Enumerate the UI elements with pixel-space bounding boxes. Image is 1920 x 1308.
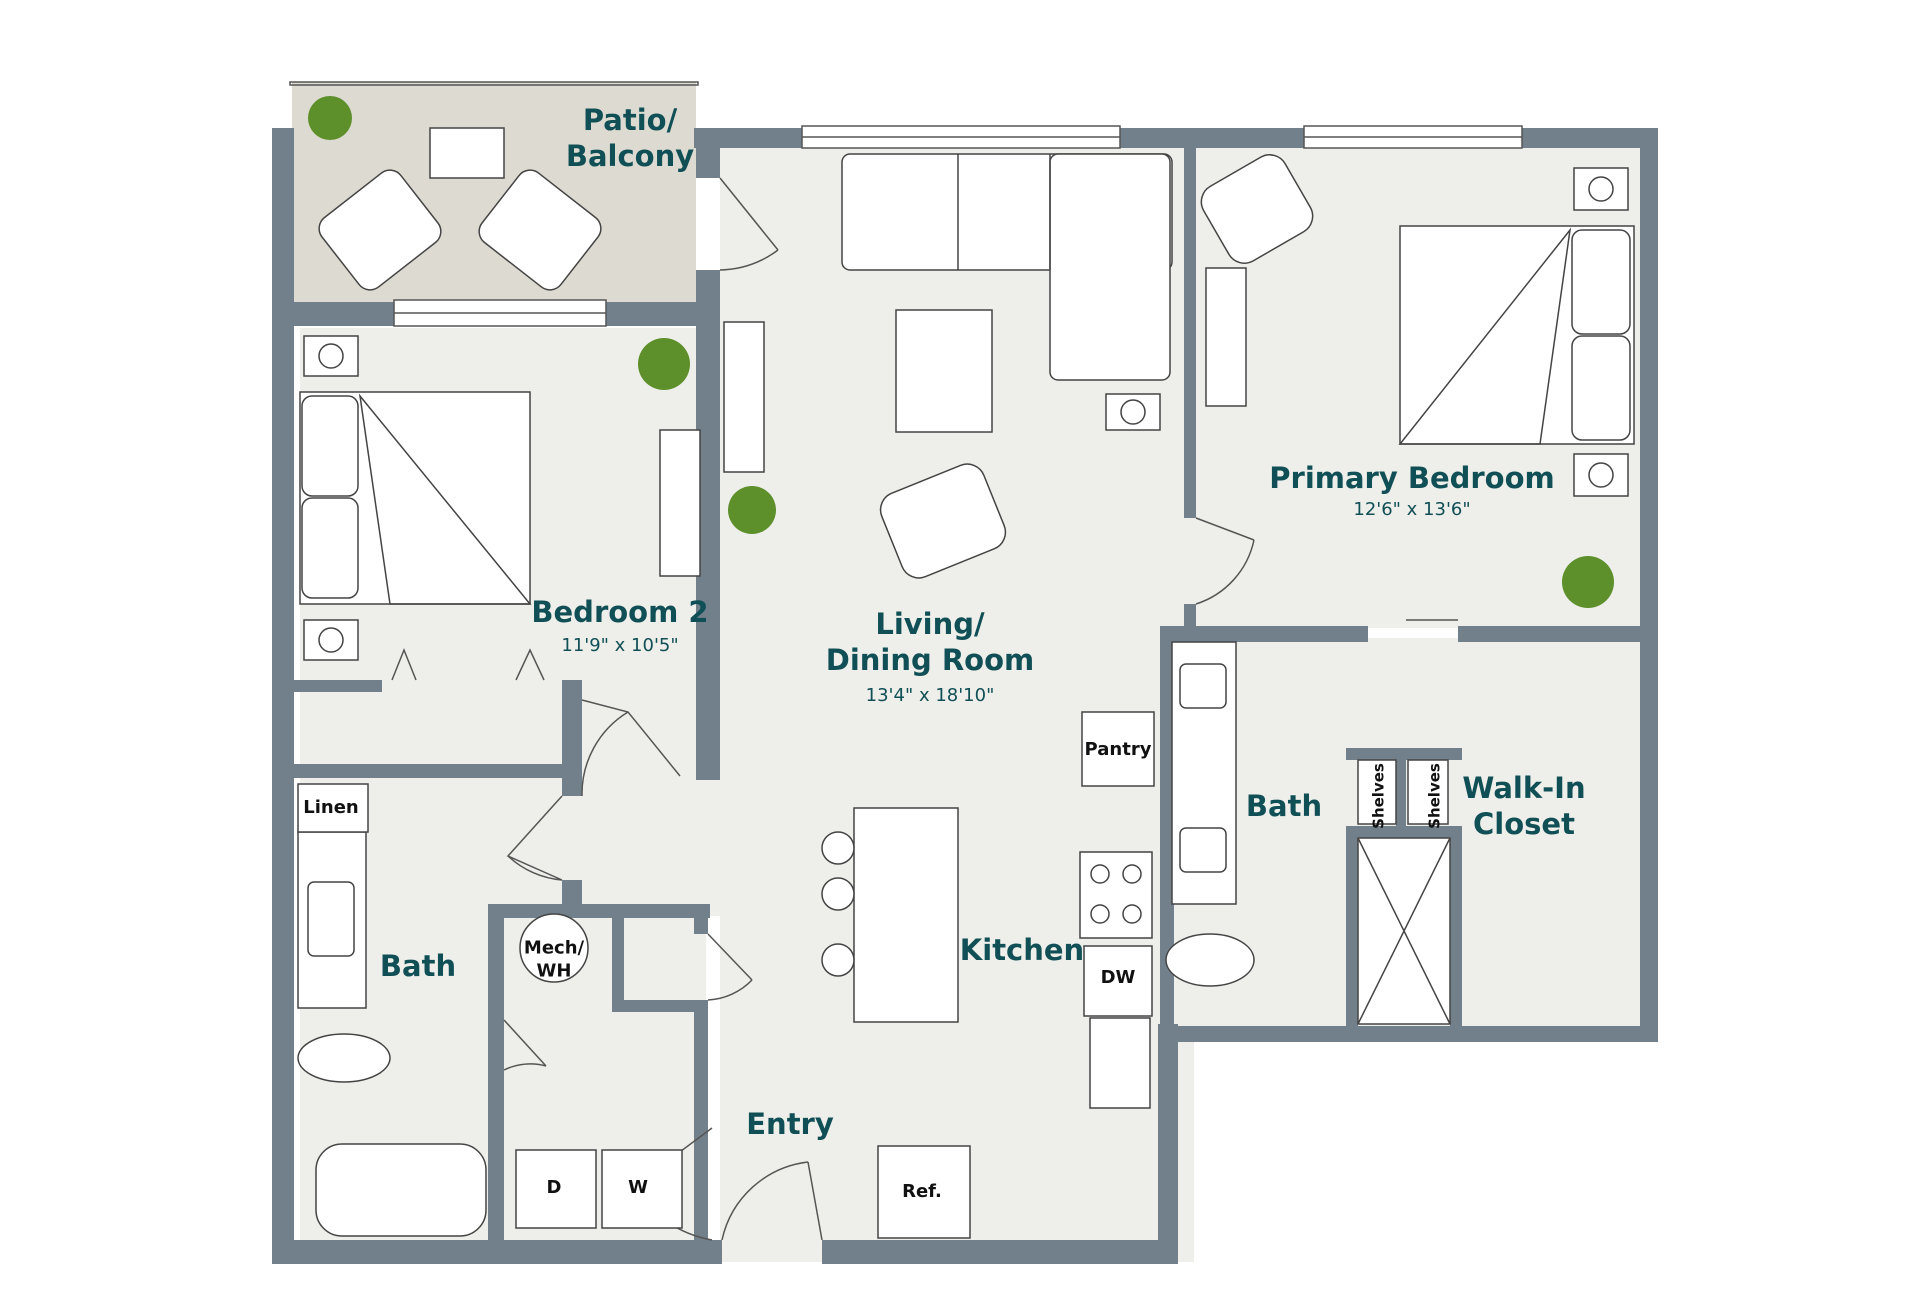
wall <box>272 1240 722 1264</box>
wall <box>1120 128 1204 148</box>
bedroom2-label: Bedroom 2 <box>531 594 709 629</box>
wall <box>1450 826 1462 1026</box>
kitchen-sink <box>1089 1017 1151 1109</box>
wall <box>562 880 582 910</box>
wall <box>562 680 582 796</box>
living-label: Living/ Dining Room <box>825 606 1035 677</box>
armchair <box>318 169 442 291</box>
wall <box>1640 128 1658 1042</box>
wall <box>292 680 382 692</box>
primary-dims: 12'6" x 13'6" <box>1353 498 1471 520</box>
tv-console <box>723 321 765 473</box>
refrigerator <box>877 1145 971 1239</box>
furniture <box>297 127 1635 1239</box>
closet-bifold <box>391 647 545 681</box>
wall <box>1458 626 1646 642</box>
range <box>1079 851 1153 939</box>
shelves-label: Shelves <box>1369 763 1388 829</box>
shelves-label: Shelves <box>1425 763 1444 829</box>
coffee-table <box>895 309 993 433</box>
dishwasher <box>1083 945 1153 1017</box>
closet-label: Walk-In Closet <box>1462 770 1586 841</box>
door <box>581 699 681 797</box>
linen-closet <box>297 783 369 833</box>
dryer-label: D <box>546 1176 562 1198</box>
ref-label: Ref. <box>902 1180 942 1202</box>
wall <box>612 918 624 1002</box>
door <box>719 177 779 271</box>
door <box>707 933 753 1001</box>
wall <box>694 904 708 934</box>
windows <box>289 81 1523 327</box>
pantry-label: Pantry <box>1084 738 1152 760</box>
wall <box>1158 1026 1658 1042</box>
wall <box>694 128 804 148</box>
window <box>289 81 699 86</box>
dryer <box>515 1149 597 1229</box>
door <box>1195 517 1255 605</box>
wall <box>1158 1024 1178 1264</box>
wall <box>1184 604 1196 626</box>
wall <box>1160 626 1174 1030</box>
shelf-box <box>1357 759 1397 825</box>
bath-left-label: Bath <box>379 948 457 983</box>
wall <box>1346 826 1358 1026</box>
washer-label: W <box>628 1176 648 1198</box>
bedroom2-dims: 11'9" x 10'5" <box>561 634 679 656</box>
toilet <box>297 1033 391 1083</box>
wall <box>488 904 504 1240</box>
bathtub <box>315 1143 487 1237</box>
wall <box>822 1240 1178 1264</box>
door <box>721 1161 823 1241</box>
armchair <box>478 169 602 291</box>
dw-label: DW <box>1100 966 1136 988</box>
armchair <box>1200 154 1314 264</box>
water-heater <box>519 913 589 983</box>
living-dims: 13'4" x 18'10" <box>865 684 995 706</box>
dresser <box>1205 267 1247 407</box>
primary-label: Primary Bedroom <box>1269 460 1555 495</box>
wall <box>1396 748 1406 826</box>
island <box>853 807 959 1023</box>
wall <box>488 904 710 918</box>
wall <box>612 1000 694 1012</box>
kitchen-label: Kitchen <box>959 932 1085 967</box>
mech-label: Mech/ WH <box>523 937 585 982</box>
wall <box>1346 826 1462 838</box>
plant <box>728 486 776 534</box>
toilet <box>1165 933 1255 987</box>
wall <box>272 128 294 1264</box>
pantry-cabinet <box>1081 711 1155 787</box>
washer <box>601 1149 683 1229</box>
wall <box>1160 626 1368 642</box>
wall <box>694 1000 708 1240</box>
armchair <box>879 463 1007 579</box>
plant <box>308 96 352 140</box>
nightstand <box>1573 167 1629 211</box>
plant <box>638 338 690 390</box>
table <box>429 127 505 179</box>
shelf-box <box>1407 759 1449 825</box>
door <box>503 1019 547 1071</box>
wall <box>696 128 720 178</box>
bath-right-label: Bath <box>1245 788 1323 823</box>
wall <box>1184 146 1196 518</box>
plants <box>308 96 1614 608</box>
entry-label: Entry <box>746 1106 834 1141</box>
door <box>506 795 563 881</box>
dresser <box>659 429 701 577</box>
patio-label: Patio/ Balcony <box>565 102 695 173</box>
linen-label: Linen <box>303 796 359 818</box>
plant <box>1562 556 1614 608</box>
wall <box>292 764 582 778</box>
sofa-chaise <box>1049 153 1171 381</box>
